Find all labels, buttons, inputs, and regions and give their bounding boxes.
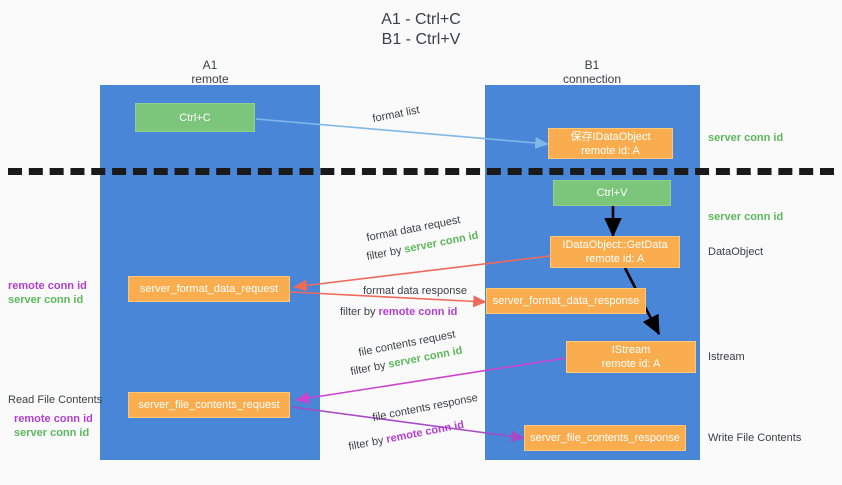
filter-prefix: filter by [349, 358, 390, 379]
node-server-file-contents-response[interactable]: server_file_contents_response [524, 425, 686, 451]
filter-prefix: filter by [340, 306, 379, 318]
diagram-title: A1 - Ctrl+C B1 - Ctrl+V [0, 10, 842, 50]
edge-label-format-list: format list [371, 104, 421, 126]
lane-header-a1: A1 remote [110, 58, 310, 86]
node-istream[interactable]: IStream remote id: A [566, 341, 696, 373]
side-label-istream: Istream [708, 351, 745, 363]
edge-label-format-data-response: format data response [363, 285, 467, 297]
phase-divider [8, 168, 834, 175]
lane-a1-subtitle: remote [191, 72, 229, 86]
node-server-file-contents-response-label: server_file_contents_response [530, 432, 680, 444]
title-line-1: A1 - Ctrl+C [381, 11, 461, 28]
side-label-server-conn-id: server conn id [8, 294, 84, 306]
title-line-2: B1 - Ctrl+V [381, 31, 461, 48]
node-istream-label: IStream [611, 344, 651, 356]
side-label-dataobject: DataObject [708, 246, 764, 258]
filter-value-remote-conn-id: remote conn id [378, 306, 458, 318]
filter-prefix: filter by [347, 433, 388, 454]
side-label-read-file-contents: Read File Contents [8, 394, 103, 406]
node-idataobject-getdata-sub: remote id: A [585, 253, 645, 265]
side-label-group-format: remote conn id server conn id [8, 279, 87, 307]
side-label-server-conn-id: server conn id [14, 427, 90, 439]
node-ctrl-c[interactable]: Ctrl+C [135, 103, 255, 132]
side-label-server-conn-id-mid: server conn id [708, 211, 784, 223]
node-save-idataobject-label: 保存IDataObject [570, 130, 651, 143]
node-ctrl-v-label: Ctrl+V [596, 187, 628, 199]
side-label-server-conn-id-top: server conn id [708, 132, 784, 144]
node-server-file-contents-request[interactable]: server_file_contents_request [128, 392, 290, 418]
node-save-idataobject[interactable]: 保存IDataObject remote id: A [548, 128, 673, 159]
lane-header-b1: B1 connection [492, 58, 692, 86]
node-ctrl-c-label: Ctrl+C [179, 111, 211, 124]
filter-value-remote-conn-id: remote conn id [385, 418, 466, 446]
node-server-format-data-response[interactable]: server_format_data_response [486, 288, 646, 314]
side-label-remote-conn-id: remote conn id [8, 280, 87, 292]
lane-a1-name: A1 [202, 58, 218, 72]
node-server-file-contents-request-label: server_file_contents_request [138, 399, 280, 411]
node-server-format-data-request[interactable]: server_format_data_request [128, 276, 290, 302]
side-label-group-file-contents: remote conn id server conn id [14, 412, 93, 440]
node-ctrl-v[interactable]: Ctrl+V [553, 180, 671, 206]
side-label-remote-conn-id: remote conn id [14, 413, 93, 425]
lane-b1-subtitle: connection [562, 72, 622, 86]
node-save-idataobject-sub: remote id: A [581, 144, 640, 157]
side-label-write-file-contents: Write File Contents [708, 432, 802, 444]
edge-label-file-contents-response-filter: filter by remote conn id [347, 418, 465, 454]
node-istream-sub: remote id: A [601, 358, 661, 370]
node-idataobject-getdata[interactable]: IDataObject::GetData remote id: A [550, 236, 680, 268]
lane-b1-name: B1 [584, 58, 600, 72]
node-server-format-data-request-label: server_format_data_request [139, 283, 279, 295]
filter-prefix: filter by [365, 243, 406, 264]
node-server-format-data-response-label: server_format_data_response [492, 295, 640, 307]
node-idataobject-getdata-label: IDataObject::GetData [562, 239, 668, 251]
edge-label-format-data-response-filter: filter by remote conn id [340, 305, 457, 319]
